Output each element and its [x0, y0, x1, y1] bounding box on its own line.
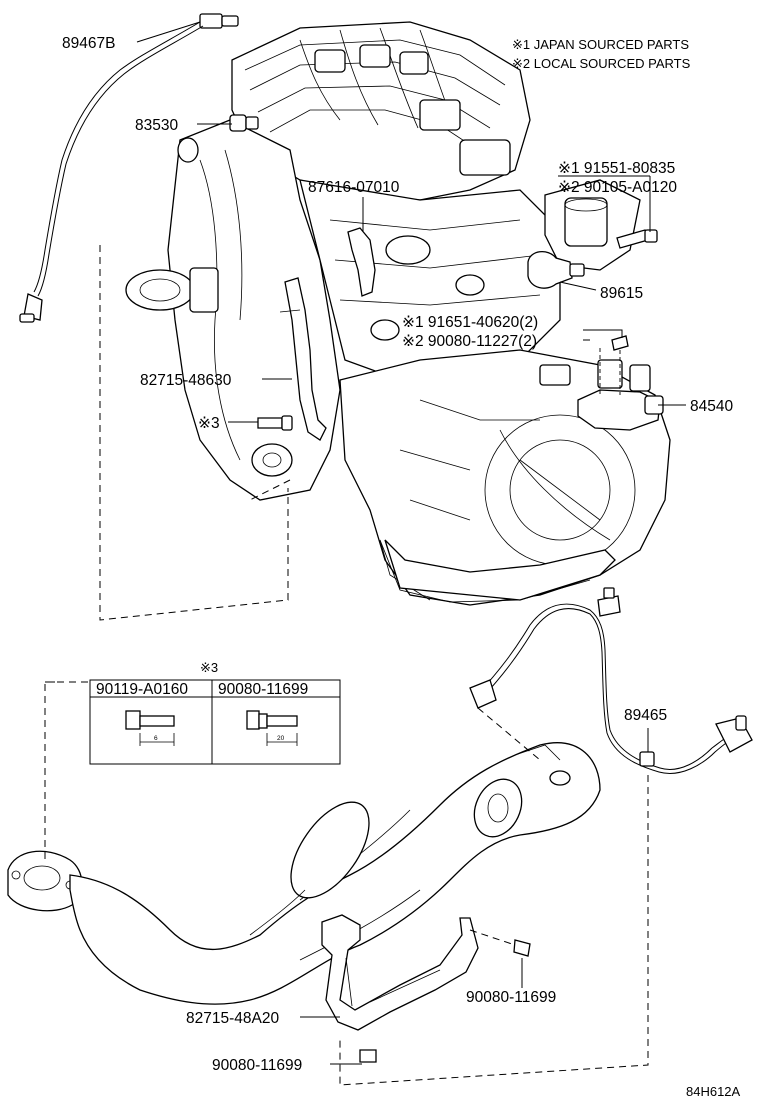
part-label-90105-a0120[interactable]: ※2 90105-A0120: [558, 179, 677, 196]
sensor-89465-drawing: [469, 587, 753, 774]
part-label-90080-11699-right[interactable]: 90080-11699: [466, 989, 556, 1006]
part-label-82715-48a20[interactable]: 82715-48A20: [186, 1010, 279, 1027]
illustration-code: 84H612A: [686, 1084, 741, 1099]
part-label-89615[interactable]: 89615: [600, 285, 643, 302]
bolt-table-col2[interactable]: 90080-11699: [218, 681, 308, 698]
note-japan-sourced: ※1 JAPAN SOURCED PARTS: [512, 37, 689, 52]
part-label-83530[interactable]: 83530: [135, 117, 178, 134]
sensor-89467b-drawing: [19, 13, 239, 323]
part-label-90080-11699-bottom[interactable]: 90080-11699: [212, 1057, 302, 1074]
bolt-table-col1[interactable]: 90119-A0160: [96, 681, 188, 698]
part-label-91651-40620[interactable]: ※1 91651-40620(2): [402, 314, 538, 331]
leader-lines: [136, 21, 686, 1065]
part-label-91551-80835[interactable]: ※1 91551-80835: [558, 160, 675, 177]
part-label-90080-11227[interactable]: ※2 90080-11227(2): [402, 333, 537, 350]
bracket-82715-48630-drawing: [257, 277, 327, 441]
bolt-table-dim2: 20: [277, 735, 285, 742]
part-label-89467b[interactable]: 89467B: [62, 35, 115, 52]
knock-sensor-89615-drawing: [527, 229, 658, 289]
exhaust-pipe-drawing: [7, 742, 601, 1005]
bracket-82715-48a20-drawing: [321, 914, 531, 1063]
bolt-table: [89, 679, 341, 765]
part-label-87616-07010[interactable]: 87616-07010: [308, 179, 400, 196]
switch-83530-drawing: [229, 114, 259, 132]
bolt-table-title: ※3: [200, 660, 218, 675]
part-label-82715-48630[interactable]: 82715-48630: [140, 372, 232, 389]
bolt-table-dim1: 6: [154, 735, 158, 742]
reference-dashed-lines: [44, 245, 649, 1086]
part-label-84540[interactable]: 84540: [690, 398, 733, 415]
note-local-sourced: ※2 LOCAL SOURCED PARTS: [512, 56, 691, 71]
note-label-bolt-3: ※3: [198, 415, 220, 432]
switch-84540-drawing: [577, 335, 664, 431]
part-label-89465[interactable]: 89465: [624, 707, 667, 724]
engine-assembly-drawing: [125, 21, 671, 606]
